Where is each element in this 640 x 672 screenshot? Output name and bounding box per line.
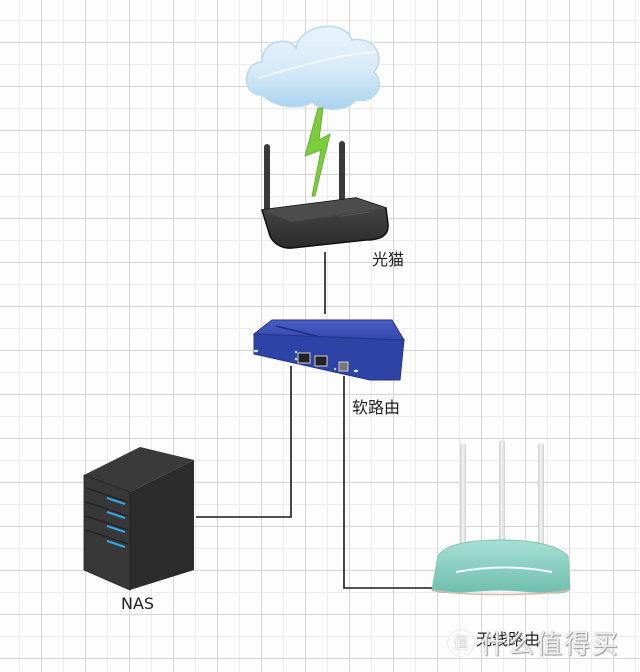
nas-server-icon — [83, 447, 194, 591]
modem-icon — [261, 141, 389, 249]
modem-label: 光猫 — [372, 250, 405, 269]
wireless-router-icon — [431, 440, 571, 596]
cable-softrouter-nas — [196, 366, 292, 518]
soft-router-icon — [252, 319, 405, 381]
ethernet-port — [297, 352, 311, 364]
cable-softrouter-wireless — [343, 376, 432, 589]
nas-drive-bays — [85, 487, 129, 548]
watermark-logo: 值 — [448, 630, 474, 656]
nas-led — [106, 497, 126, 505]
ethernet-port — [314, 355, 328, 367]
nas-led — [106, 525, 126, 533]
usb-port — [338, 361, 349, 372]
lightning-signal-icon — [304, 107, 331, 197]
soft-router-label: 软路由 — [352, 398, 401, 417]
nas-led — [106, 511, 126, 519]
nas-label: NAS — [121, 594, 155, 613]
nas-led — [106, 540, 126, 548]
watermark-text: 什么值得买 — [480, 630, 621, 660]
wireless-router-label: 无线路由 — [476, 630, 541, 649]
cloud-icon — [245, 25, 380, 110]
cables — [196, 252, 432, 589]
